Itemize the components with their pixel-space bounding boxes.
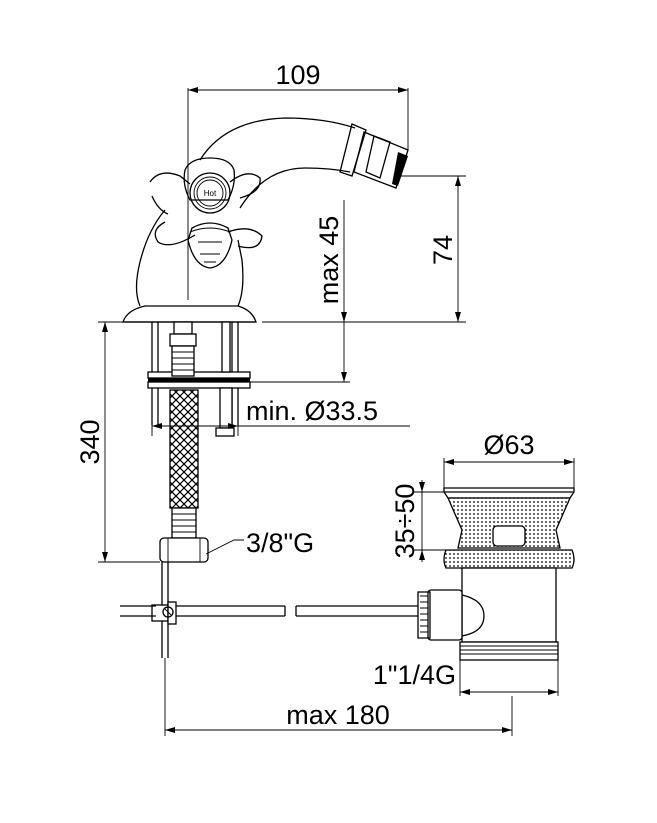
cross-handle: Hot xyxy=(149,157,263,269)
dim-spout-height: 74 xyxy=(428,235,458,265)
pop-up-rod xyxy=(120,562,418,658)
dim-waste-thread: 1"1/4G xyxy=(373,660,456,690)
fixing-assembly xyxy=(147,321,251,437)
dimension-lines xyxy=(98,87,575,736)
dim-max-height: max 45 xyxy=(314,216,344,305)
dim-waste-range: 35÷50 xyxy=(390,484,420,559)
dim-max-reach: max 180 xyxy=(286,700,390,730)
mixer-body xyxy=(122,117,409,323)
dim-total-length: 340 xyxy=(75,419,105,464)
dim-spout-reach: 109 xyxy=(275,60,320,90)
dim-min-hole: min. Ø33.5 xyxy=(246,396,378,426)
dim-connection: 3/8"G xyxy=(246,528,314,558)
dim-waste-diameter: Ø63 xyxy=(483,430,534,460)
hot-label: Hot xyxy=(204,189,217,198)
pop-up-waste xyxy=(417,487,575,661)
flexible-hose xyxy=(159,321,209,563)
